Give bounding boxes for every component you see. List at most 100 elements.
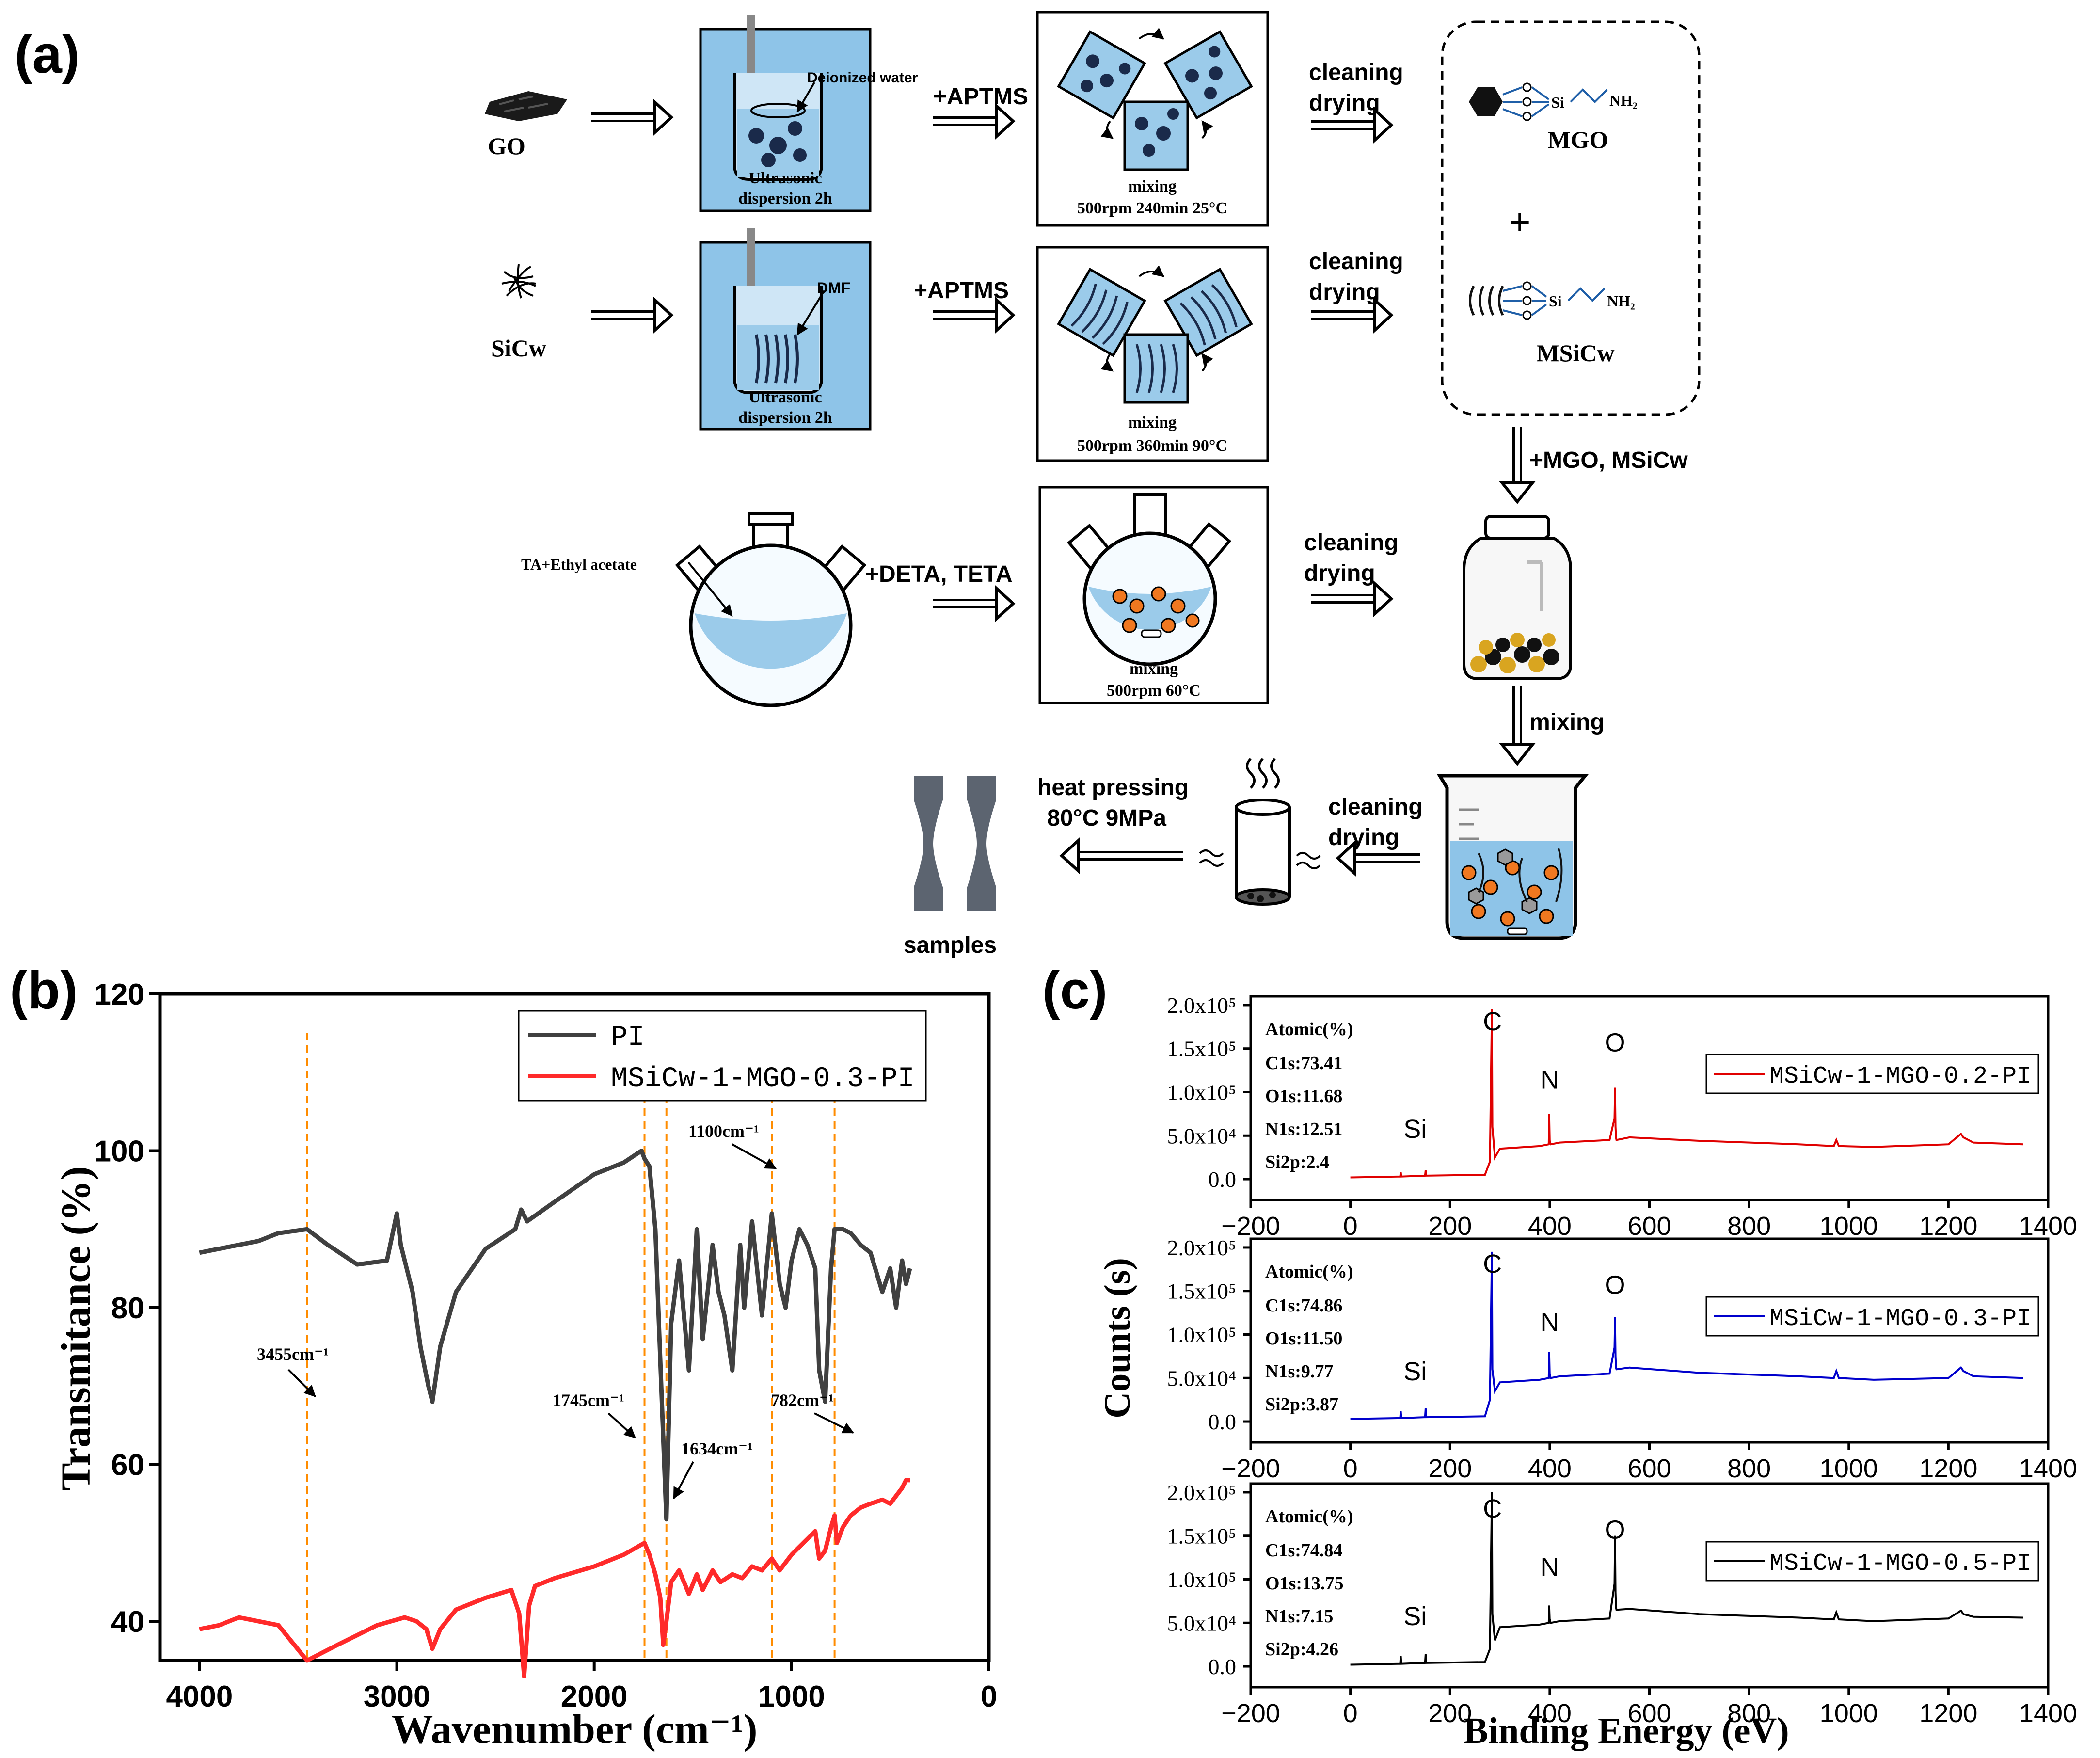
ftir-series [199, 1149, 912, 1678]
atomic-value: C1s:74.86 [1265, 1295, 1342, 1316]
peak-label-n: N [1540, 1308, 1559, 1337]
peak-label-c: C [1483, 1007, 1502, 1036]
xps-ylabel: Counts (s) [1097, 1258, 1138, 1419]
drying-label-3: drying [1304, 560, 1375, 586]
y-tick-label: 1.0x10⁵ [1167, 1080, 1236, 1105]
x-tick-label: 800 [1727, 1212, 1771, 1241]
x-tick-label: 600 [1627, 1454, 1671, 1483]
atomic-value: O1s:11.50 [1265, 1328, 1342, 1349]
y-tick-label: 2.0x10⁵ [1167, 993, 1236, 1018]
mgo-label: MGO [1548, 126, 1608, 153]
peak-label-c: C [1483, 1249, 1502, 1279]
mixing-box-ta: mixing 500rpm 60°C [1038, 486, 1269, 704]
x-tick-label: 1000 [1820, 1212, 1878, 1241]
x-tick-label: 200 [1428, 1699, 1472, 1728]
atomic-value: C1s:74.84 [1265, 1540, 1342, 1561]
cleaning-label-1: cleaning [1309, 60, 1403, 85]
y-tick-label: 0.0 [1209, 1654, 1237, 1679]
plus-sign: + [1509, 201, 1531, 244]
y-tick-label: 1.5x10⁵ [1167, 1037, 1236, 1061]
arrow-aptms-go [933, 102, 1016, 140]
x-tick-label: −200 [1221, 1699, 1280, 1728]
row-go: GO Deionized water Ultrason [485, 11, 1403, 227]
arrow-to-msicw [1311, 296, 1394, 334]
ta-ethyl-acetate-label: TA+Ethyl acetate [521, 556, 637, 573]
legend-composite-label: MSiCw-1-MGO-0.3-PI [611, 1063, 915, 1095]
dumbbell-samples-icon [914, 776, 996, 911]
ftir-legend: PI MSiCw-1-MGO-0.3-PI [518, 1010, 927, 1102]
x-tick-label: 1400 [2019, 1699, 2077, 1728]
series-line-pi [199, 1149, 912, 1522]
y-tick-label: 1.0x10⁵ [1167, 1567, 1236, 1592]
atomic-value: Si2p:3.87 [1265, 1394, 1338, 1415]
mgo-structure-icon: Si NH₂ [1469, 82, 1638, 121]
row-composite: cleaning drying heat pressing 80°C 9MPa [904, 758, 1589, 958]
panel-label-c: (c) [1042, 960, 1107, 1020]
x-tick-label: 1200 [1919, 1699, 1977, 1728]
panel-label-a: (a) [15, 25, 80, 84]
dmf-label: DMF [817, 279, 850, 297]
cleaning-label-4: cleaning [1328, 794, 1423, 820]
y-tick-label: 5.0x10⁴ [1167, 1366, 1236, 1390]
sicw-label: SiCw [491, 335, 546, 362]
arrow-to-mold [1336, 839, 1420, 877]
add-mgo-msicw-label: +MGO, MSiCw [1529, 447, 1688, 473]
x-tick-label: 2000 [561, 1680, 628, 1713]
x-tick-label: 400 [1528, 1212, 1572, 1241]
x-tick-label: 4000 [166, 1680, 233, 1713]
xps-xlabel: Binding Energy (eV) [1464, 1710, 1789, 1751]
xps-frame [1249, 1237, 2050, 1444]
aptms-label-go: +APTMS [933, 84, 1028, 110]
arrow-to-mgo [1311, 106, 1394, 144]
atomic-value: C1s:73.41 [1265, 1053, 1342, 1073]
x-tick-label: 0 [1343, 1699, 1358, 1728]
go-label: GO [488, 132, 525, 160]
xps-legend-label: MSiCw-1-MGO-0.3-PI [1769, 1305, 2031, 1333]
y-tick-label: 120 [95, 978, 144, 1011]
panel-c: (c) −200 0 200 400 600 800 1000 1200 1400 0.0 5.0x… [1042, 960, 2077, 1751]
arrow-down-to-beaker [1498, 686, 1536, 766]
x-tick-label: 0 [1343, 1212, 1358, 1241]
ftir-guide-lines [306, 1033, 836, 1661]
x-tick-label: 600 [1627, 1699, 1671, 1728]
product-jar [1463, 515, 1572, 680]
peak-label-n: N [1540, 1065, 1559, 1094]
ftir-annotations: 3455cm⁻¹ 1745cm⁻¹ 1634cm⁻¹ 1100cm⁻¹ 782c… [257, 1121, 855, 1500]
msicw-structure-icon: Si NH₂ [1469, 281, 1635, 320]
atomic-title: Atomic(%) [1265, 1019, 1353, 1039]
atomic-value: O1s:11.68 [1265, 1086, 1342, 1106]
row-sicw: SiCw DMF Ultrasonic dispersion 2h +APTMS [491, 228, 1403, 462]
y-tick-label: 2.0x10⁵ [1167, 1235, 1236, 1260]
x-tick-label: 1000 [1820, 1454, 1878, 1483]
ftir-plot-frame [158, 992, 991, 1662]
samples-label: samples [904, 932, 997, 958]
three-neck-flask: TA+Ethyl acetate [521, 512, 867, 707]
ultrasonic-beaker-sicw: DMF Ultrasonic dispersion 2h [699, 228, 872, 431]
mixing-down-label: mixing [1529, 709, 1605, 735]
y-tick-label: 80 [111, 1292, 144, 1325]
xps-legend-label: MSiCw-1-MGO-0.2-PI [1769, 1063, 2031, 1090]
peak-label-o: O [1605, 1028, 1625, 1057]
x-tick-label: 800 [1727, 1454, 1771, 1483]
peak-label-c: C [1483, 1494, 1502, 1523]
x-tick-label: 400 [1528, 1454, 1572, 1483]
peak-label-o: O [1605, 1516, 1625, 1545]
go-sheet-icon [485, 91, 567, 121]
x-tick-label: −200 [1221, 1454, 1280, 1483]
xps-frame [1249, 995, 2050, 1201]
composite-beaker [1436, 774, 1589, 940]
annotation-1634: 1634cm⁻¹ [681, 1439, 753, 1458]
peak-label-o: O [1605, 1271, 1625, 1300]
x-tick-label: −200 [1221, 1212, 1280, 1241]
pressing-condition-label: 80°C 9MPa [1047, 805, 1166, 831]
x-tick-label: 400 [1528, 1699, 1572, 1728]
xps-legend: MSiCw-1-MGO-0.2-PI [1705, 1054, 2039, 1094]
ftir-xlabel: Wavenumber (cm⁻¹) [391, 1706, 757, 1752]
mold-icon [1199, 758, 1321, 906]
mixing-caption-ta-1: mixing [1130, 660, 1178, 678]
y-tick-label: 0.0 [1209, 1167, 1237, 1192]
ftir-ylabel: Transmitance (%) [52, 1166, 99, 1491]
